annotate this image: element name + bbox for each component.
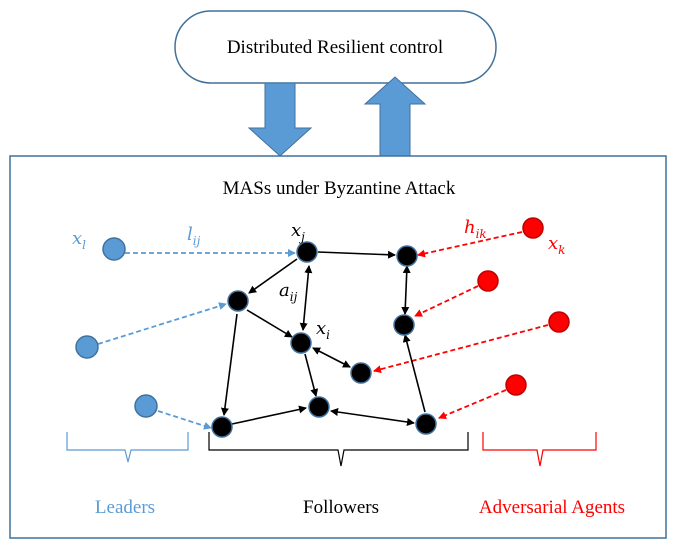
adversary-node-3 [548, 311, 570, 333]
leaders-label: Leaders [95, 497, 155, 518]
edge-left-to-bottom-left [220, 313, 238, 416]
edge-bottom-right-to-right-mid [402, 334, 426, 413]
down-block-arrow [247, 82, 313, 157]
adversary-link-3 [373, 324, 549, 374]
leader-node-bottom [134, 394, 158, 418]
follower-node-left [227, 290, 249, 312]
follower-node-bottom-right [415, 413, 437, 435]
label-x-i: xi [316, 318, 330, 342]
followers-brace [208, 432, 469, 467]
leader-link-mid [97, 302, 227, 345]
leader-node-top [102, 237, 126, 261]
follower-node-right-top [396, 245, 418, 267]
leader-node-mid [75, 335, 99, 359]
edge-xj-xi-bidir [299, 265, 313, 331]
followers-label: Followers [303, 497, 379, 518]
follower-node-xj [296, 241, 318, 263]
adversarial-label: Adversarial Agents [479, 497, 625, 518]
follower-node-bottom-left [211, 416, 233, 438]
label-x-j: xj [291, 220, 305, 244]
edge-xi-to-bottom-center [304, 353, 319, 397]
system-box [9, 155, 667, 539]
system-box-title: MASs under Byzantine Attack [223, 178, 456, 199]
adversary-link-1 [417, 231, 523, 258]
adversary-node-1 [522, 217, 544, 239]
follower-node-mid [350, 362, 372, 384]
label-a-ij: aij [279, 280, 298, 304]
up-block-arrow [363, 76, 427, 157]
control-box: Distributed Resilient control [174, 10, 497, 84]
label-x-l: xl [72, 228, 86, 252]
edge-bottom-left-to-center [231, 405, 307, 425]
adversary-node-2 [477, 270, 499, 292]
label-l-ij: lij [187, 224, 201, 248]
edge-right-top-mid-bidir [401, 265, 411, 315]
adversarial-brace [482, 432, 597, 467]
edge-xi-mid-bidir [312, 347, 351, 368]
edge-left-to-xi [246, 309, 293, 338]
follower-node-right-mid [393, 314, 415, 336]
label-h-ik: hik [464, 217, 487, 241]
follower-node-bottom-center [308, 396, 330, 418]
leaders-brace [66, 432, 189, 463]
follower-node-xi [290, 332, 312, 354]
edge-center-bottom-right-bidir [330, 408, 415, 426]
adversary-node-4 [505, 374, 527, 396]
control-box-label: Distributed Resilient control [227, 37, 443, 58]
adversary-link-4 [438, 389, 507, 419]
adversary-link-2 [414, 285, 479, 317]
edge-xj-to-left [248, 258, 298, 294]
leader-link-bottom [157, 410, 212, 430]
label-x-k: xk [548, 233, 565, 257]
edge-xj-to-right-top [317, 250, 396, 259]
